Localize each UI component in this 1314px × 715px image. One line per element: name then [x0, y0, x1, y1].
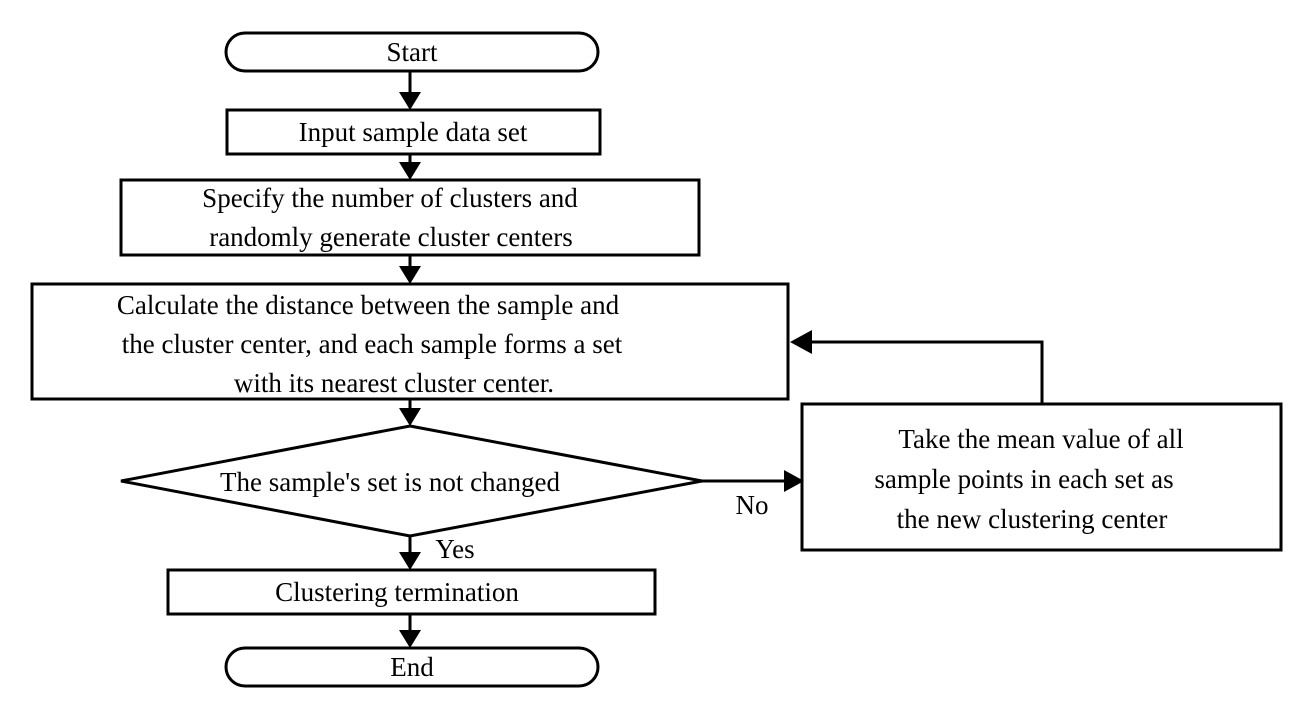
- arrowhead-calculate: [399, 266, 421, 284]
- start-label: Start: [387, 37, 438, 67]
- calculate-label-line-2: the cluster center, and each sample form…: [122, 329, 623, 359]
- yes-label: Yes: [435, 534, 474, 564]
- arrowhead-terminate: [399, 552, 421, 570]
- update-label-line-2: sample points in each set as: [874, 464, 1173, 494]
- specify-label-line-2: randomly generate cluster centers: [209, 222, 573, 252]
- connector-loop-back: [812, 340, 1044, 404]
- arrowhead-update: [784, 470, 804, 492]
- input-data-box: [225, 108, 602, 156]
- end-label: End: [390, 652, 434, 682]
- end-terminal: [224, 646, 600, 688]
- update-centers-box: [800, 402, 1283, 552]
- update-label-line-3: the new clustering center: [897, 504, 1168, 534]
- terminate-label: Clustering termination: [275, 577, 519, 607]
- start-terminal: [224, 31, 600, 73]
- calculate-label-line-1: Calculate the distance between the sampl…: [117, 290, 620, 320]
- calculate-distance-box: [30, 282, 790, 401]
- no-label: No: [736, 490, 769, 520]
- specify-label-line-1: Specify the number of clusters and: [202, 183, 578, 213]
- arrowhead-input: [399, 92, 421, 110]
- calculate-label-line-3: with its nearest cluster center.: [234, 368, 554, 398]
- arrowhead-decision: [399, 408, 421, 426]
- decision-label: The sample's set is not changed: [220, 467, 561, 497]
- arrowhead-specify: [399, 162, 421, 180]
- input-data-label: Input sample data set: [299, 117, 528, 147]
- arrowhead-loop-back: [790, 330, 812, 354]
- update-label-line-1: Take the mean value of all: [898, 424, 1183, 454]
- arrowhead-end: [399, 630, 421, 648]
